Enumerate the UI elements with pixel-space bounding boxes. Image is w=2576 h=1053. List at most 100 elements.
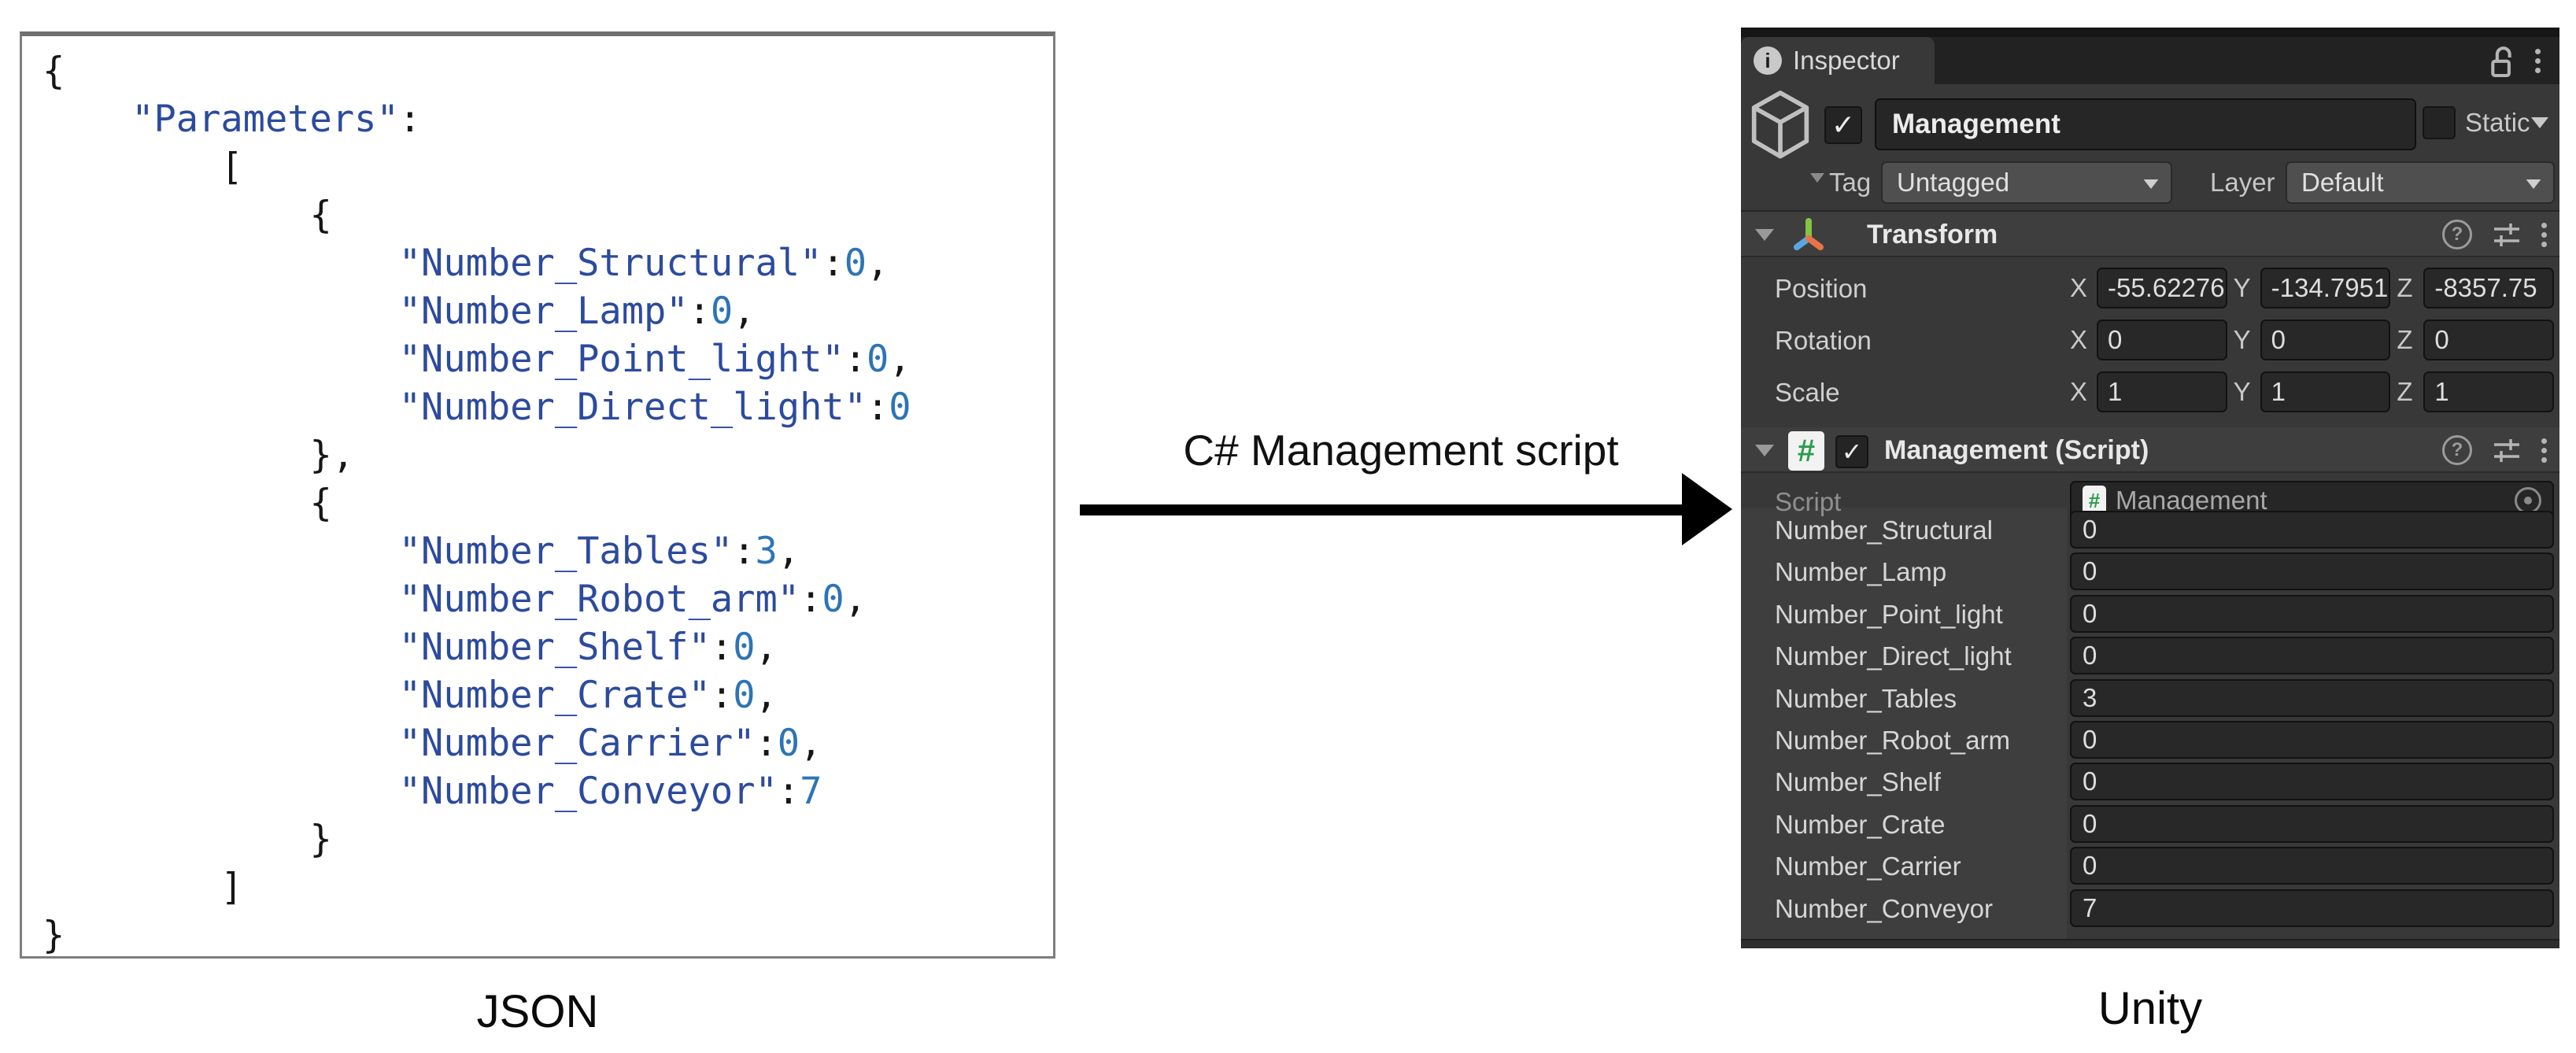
transform-row-label: Position bbox=[1775, 274, 1868, 303]
property-value-input[interactable]: 3 bbox=[2070, 678, 2554, 717]
transform-row: Position X -55.62276 Y -134.7951 Z -8357… bbox=[1741, 268, 2559, 309]
layer-value: Default bbox=[2301, 168, 2384, 197]
axis-label: Z bbox=[2397, 325, 2413, 354]
property-value-input[interactable]: 0 bbox=[2070, 594, 2554, 633]
info-icon: i bbox=[1754, 46, 1782, 75]
axis-label: X bbox=[2070, 377, 2088, 406]
property-value-input[interactable]: 7 bbox=[2070, 889, 2554, 927]
property-value-input[interactable]: 0 bbox=[2070, 847, 2554, 885]
transform-row-label: Scale bbox=[1775, 378, 1840, 407]
property-label: Number_Carrier bbox=[1775, 852, 1961, 881]
help-icon[interactable]: ? bbox=[2442, 435, 2472, 465]
script-enabled-checkbox[interactable]: ✓ bbox=[1835, 435, 1868, 468]
layer-label: Layer bbox=[2210, 168, 2275, 197]
transform-row-label: Rotation bbox=[1775, 326, 1872, 355]
axis-value-input[interactable]: 1 bbox=[2097, 371, 2227, 412]
tab-actions bbox=[2485, 37, 2541, 84]
property-value-input[interactable]: 0 bbox=[2070, 637, 2554, 675]
gameobject-active-checkbox[interactable]: ✓ bbox=[1824, 106, 1862, 144]
json-code-panel: { "Parameters": [ { "Number_Structural":… bbox=[20, 31, 1055, 959]
axis-label: Z bbox=[2397, 377, 2413, 406]
static-checkbox[interactable] bbox=[2423, 106, 2456, 139]
axis-label: X bbox=[2070, 325, 2088, 354]
foldout-icon[interactable] bbox=[1755, 445, 1774, 456]
property-label: Number_Conveyor bbox=[1775, 893, 1993, 923]
property-label: Number_Crate bbox=[1775, 809, 1946, 839]
transform-row: Scale X 1 Y 1 Z 1 bbox=[1741, 371, 2559, 412]
axis-value-input[interactable]: 0 bbox=[2097, 320, 2227, 360]
script-object-value: Management bbox=[2116, 486, 2267, 515]
inspector-tab-bar: i Inspector bbox=[1741, 37, 2559, 84]
arrow-line bbox=[1080, 504, 1682, 515]
axis-value-input[interactable]: 1 bbox=[2260, 371, 2391, 412]
tag-dropdown[interactable]: Untagged bbox=[1881, 161, 2172, 204]
property-label: Number_Robot_arm bbox=[1775, 726, 2010, 755]
property-value-input[interactable]: 0 bbox=[2070, 511, 2554, 549]
object-picker-icon[interactable] bbox=[2515, 487, 2541, 514]
panel-bottom-bar bbox=[1741, 939, 2559, 948]
axis-value-input[interactable]: -8357.75 bbox=[2423, 268, 2555, 309]
csharp-script-icon: # bbox=[1788, 431, 1824, 471]
presets-icon[interactable] bbox=[2491, 434, 2522, 466]
chevron-down-icon bbox=[2143, 179, 2159, 189]
json-code: { "Parameters": [ { "Number_Structural":… bbox=[43, 50, 911, 957]
property-row: Number_Structural 0 bbox=[1741, 511, 2559, 549]
tag-layer-row: Tag Untagged Layer Default bbox=[1741, 161, 2559, 205]
property-value-input[interactable]: 0 bbox=[2070, 763, 2554, 801]
script-field-label: Script bbox=[1775, 487, 1842, 516]
unity-caption: Unity bbox=[2097, 983, 2203, 1034]
json-caption: JSON bbox=[476, 986, 599, 1037]
kebab-menu-icon[interactable] bbox=[2541, 438, 2547, 463]
transform-section-header[interactable]: Transform ? bbox=[1741, 212, 2559, 257]
chevron-down-icon bbox=[2526, 179, 2541, 189]
property-row: Number_Tables 3 bbox=[1741, 678, 2559, 717]
csharp-script-icon: # bbox=[2083, 486, 2106, 515]
gameobject-dropdown-icon[interactable] bbox=[1810, 173, 1824, 183]
property-label: Number_Structural bbox=[1775, 515, 1993, 545]
property-label: Number_Direct_light bbox=[1775, 641, 2012, 671]
property-value-input[interactable]: 0 bbox=[2070, 721, 2554, 759]
axis-value-input[interactable]: 0 bbox=[2423, 320, 2555, 360]
tag-label: Tag bbox=[1829, 168, 1872, 197]
panel-top-strip bbox=[1741, 28, 2559, 37]
kebab-menu-icon[interactable] bbox=[2535, 48, 2541, 73]
arrow-head-icon bbox=[1682, 473, 1732, 545]
transform-axes-icon bbox=[1788, 216, 1829, 255]
gameobject-header: ✓ Management Static Tag Untagged Layer D… bbox=[1741, 84, 2559, 212]
gameobject-cube-icon[interactable] bbox=[1749, 89, 1812, 161]
property-row: Number_Conveyor 7 bbox=[1741, 889, 2559, 927]
property-row: Number_Carrier 0 bbox=[1741, 847, 2559, 885]
tag-value: Untagged bbox=[1897, 168, 2010, 197]
axis-value-input[interactable]: -134.7951 bbox=[2260, 268, 2391, 309]
script-section-header[interactable]: # ✓ Management (Script) ? bbox=[1741, 427, 2559, 473]
transform-header-icons: ? bbox=[2442, 212, 2547, 257]
presets-icon[interactable] bbox=[2491, 219, 2522, 250]
axis-value-input[interactable]: 0 bbox=[2260, 320, 2391, 360]
axis-label: Z bbox=[2397, 273, 2413, 302]
gameobject-name-input[interactable]: Management bbox=[1875, 98, 2416, 150]
lock-icon[interactable] bbox=[2485, 42, 2515, 79]
property-label: Number_Lamp bbox=[1775, 557, 1947, 587]
tab-inspector-label: Inspector bbox=[1793, 46, 1900, 75]
property-row: Number_Robot_arm 0 bbox=[1741, 721, 2559, 759]
unity-inspector-panel: i Inspector ✓ bbox=[1741, 28, 2559, 948]
transform-row: Rotation X 0 Y 0 Z 0 bbox=[1741, 320, 2559, 360]
static-dropdown-icon[interactable] bbox=[2531, 117, 2548, 128]
property-value-input[interactable]: 0 bbox=[2070, 804, 2554, 843]
arrow-label: C# Management script bbox=[1183, 426, 1619, 475]
help-icon[interactable]: ? bbox=[2442, 220, 2472, 249]
static-label: Static bbox=[2465, 108, 2530, 137]
axis-value-input[interactable]: -55.62276 bbox=[2097, 268, 2227, 309]
layer-dropdown[interactable]: Default bbox=[2286, 161, 2555, 204]
property-row: Number_Crate 0 bbox=[1741, 804, 2559, 843]
kebab-menu-icon[interactable] bbox=[2541, 222, 2547, 247]
property-label: Number_Shelf bbox=[1775, 767, 1941, 797]
script-component-title: Management (Script) bbox=[1884, 435, 2149, 465]
axis-label: Y bbox=[2233, 325, 2251, 354]
axis-value-input[interactable]: 1 bbox=[2423, 371, 2555, 412]
foldout-icon[interactable] bbox=[1755, 229, 1774, 241]
property-value-input[interactable]: 0 bbox=[2070, 552, 2554, 591]
transform-title: Transform bbox=[1867, 220, 1998, 249]
tab-inspector[interactable]: i Inspector bbox=[1741, 37, 1935, 84]
